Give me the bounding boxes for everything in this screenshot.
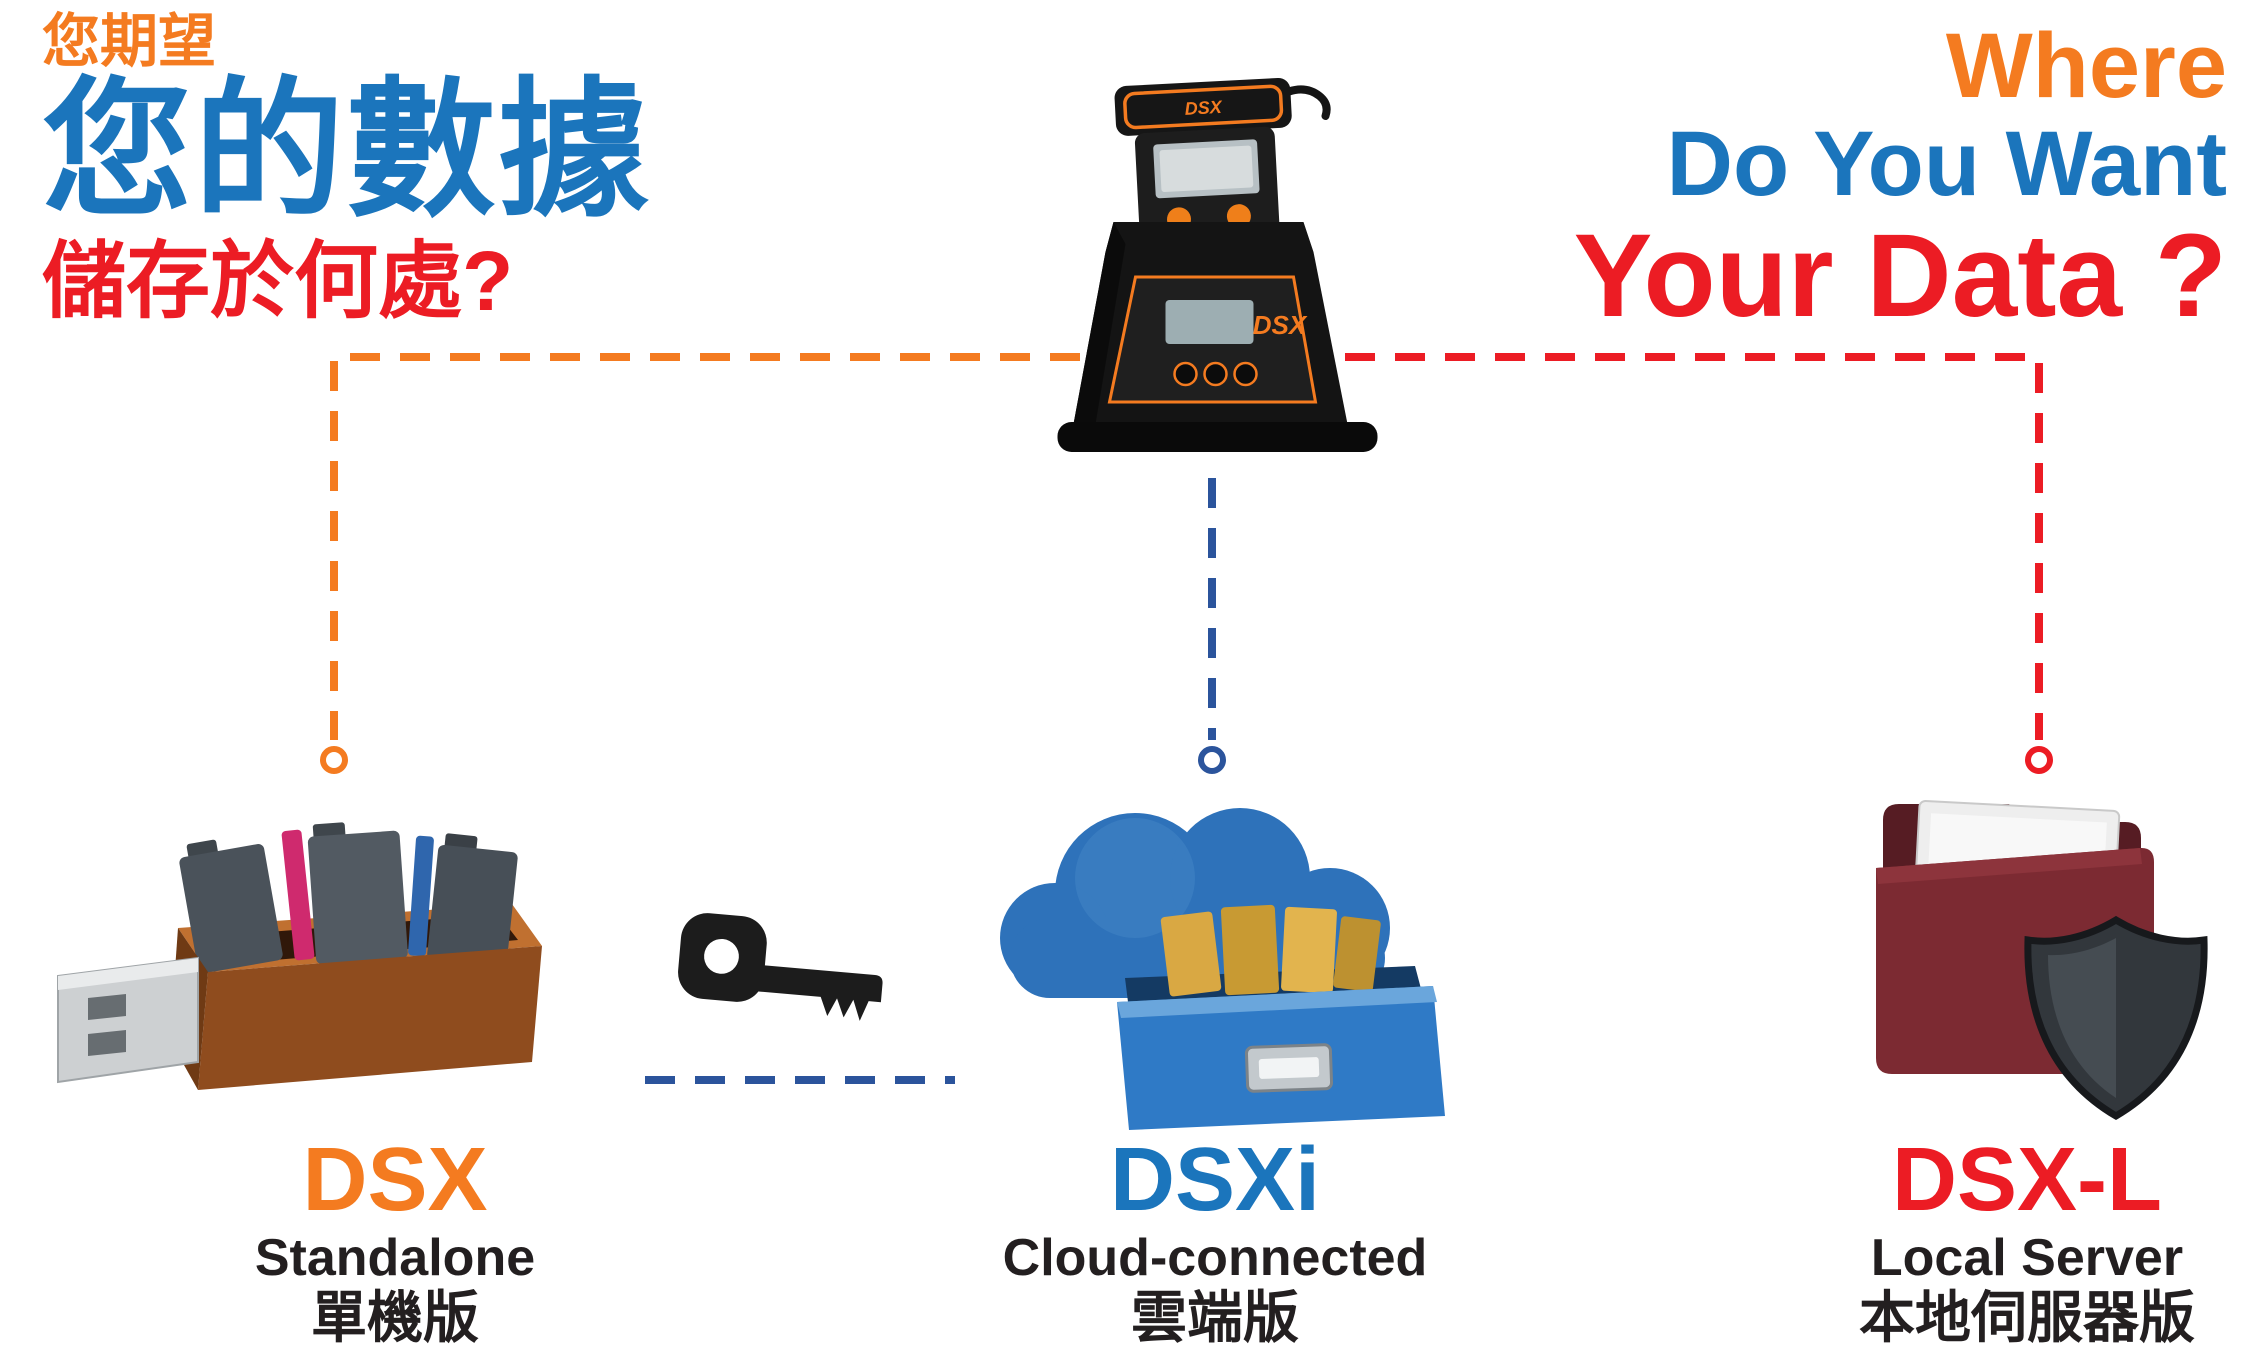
option-dsxl: DSX-L Local Server 本地伺服器版 <box>1677 1130 2263 1349</box>
option-dsxl-subtitle-en: Local Server <box>1870 1228 2184 1287</box>
heading-right: Where Do You Want Your Data ? <box>1573 15 2227 343</box>
option-dsxl-subtitle-zh: 本地伺服器版 <box>1859 1285 2195 1349</box>
orange-endpoint-circle <box>320 746 348 774</box>
option-dsx: DSX Standalone 單機版 <box>45 1130 745 1349</box>
option-dsxi: DSXi Cloud-connected 雲端版 <box>865 1130 1565 1349</box>
handheld-brand-label: DSX <box>1184 97 1223 119</box>
option-dsxl-name: DSX-L <box>1892 1130 2162 1230</box>
option-dsxi-subtitle-zh: 雲端版 <box>1131 1285 1299 1349</box>
blue-endpoint-circle <box>1198 746 1226 774</box>
dock-lcd <box>1165 300 1254 344</box>
option-dsxi-name: DSXi <box>1109 1130 1321 1230</box>
heading-left-line1: 您期望 <box>42 9 217 74</box>
heading-right-line1: Where <box>1945 15 2227 117</box>
drawer-handle <box>1244 1043 1334 1093</box>
heading-left: 您期望 您的數據 儲存於何處? <box>42 10 650 332</box>
heading-right-line2: Do You Want <box>1666 112 2227 215</box>
folder-with-shield-icon <box>1876 799 2208 1121</box>
folder-stack <box>179 822 518 974</box>
option-dsx-subtitle-en: Standalone <box>254 1228 536 1287</box>
usb-drive-with-folders-icon <box>57 822 542 1090</box>
cloud-file-drawer-icon <box>1000 808 1445 1130</box>
heading-right-line3: Your Data ? <box>1573 210 2227 343</box>
heading-left-line2: 您的數據 <box>42 65 651 234</box>
dock-base <box>1057 422 1378 452</box>
key-icon <box>678 913 883 1021</box>
dsx-reader-device-illustration: DSX DSX <box>1057 77 1378 452</box>
option-dsx-name: DSX <box>302 1130 488 1230</box>
handheld-unit: DSX <box>1114 77 1292 245</box>
red-connector-line <box>1345 353 2043 740</box>
dock-button <box>1173 361 1198 387</box>
option-dsx-subtitle-zh: 單機版 <box>311 1285 479 1349</box>
dock-button <box>1203 361 1228 387</box>
red-endpoint-circle <box>2025 746 2053 774</box>
orange-connector-line <box>330 353 1080 740</box>
dock-button <box>1233 361 1258 387</box>
option-dsxi-subtitle-en: Cloud-connected <box>1002 1228 1428 1287</box>
dock-brand-label: DSX <box>1253 310 1308 340</box>
heading-left-line3: 儲存於何處? <box>42 233 514 328</box>
drawer-folders <box>1160 904 1381 997</box>
